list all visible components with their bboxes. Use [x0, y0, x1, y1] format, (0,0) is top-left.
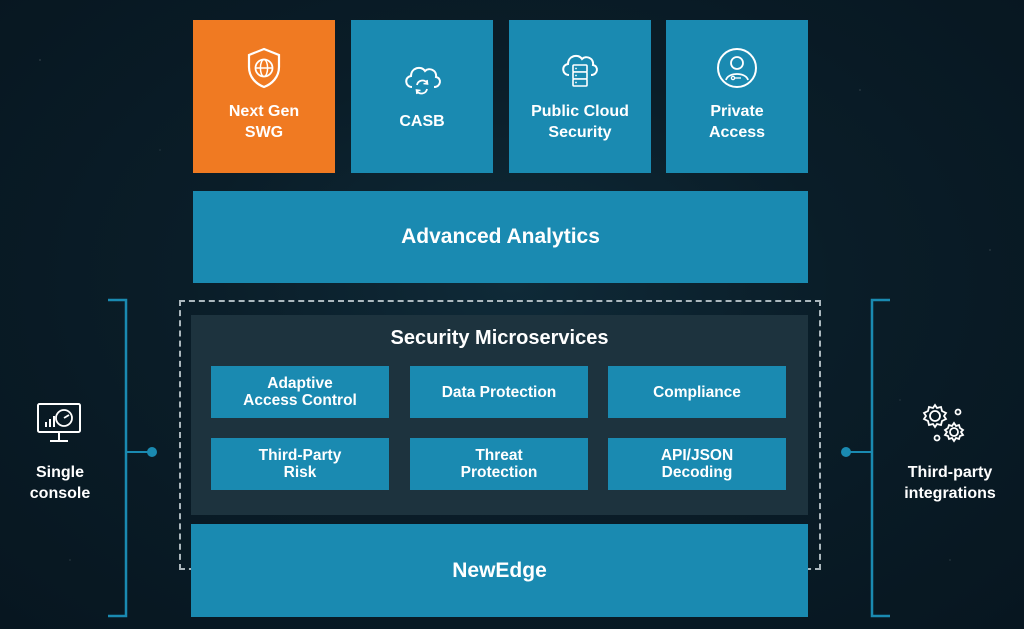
advanced-analytics-bar[interactable]: Advanced Analytics: [193, 191, 808, 283]
shield-globe-icon: [247, 47, 281, 88]
left-bracket: [108, 298, 157, 618]
newedge-label: NewEdge: [452, 558, 547, 582]
service-compliance[interactable]: Compliance: [608, 366, 786, 418]
newedge-bar[interactable]: NewEdge: [191, 524, 808, 617]
gears-icon: [922, 403, 965, 443]
tile-label: CASB: [399, 113, 445, 130]
tile-casb[interactable]: CASB: [351, 20, 493, 173]
microservices-title: Security Microservices: [390, 327, 609, 349]
cloud-server-icon: [562, 54, 598, 87]
service-data-protection[interactable]: Data Protection: [410, 366, 588, 418]
right-bracket: [841, 298, 890, 618]
advanced-analytics-label: Advanced Analytics: [401, 225, 600, 248]
user-key-icon: [717, 47, 757, 88]
monitor-gauge-icon: [37, 403, 81, 442]
cloud-sync-icon: [405, 66, 441, 95]
